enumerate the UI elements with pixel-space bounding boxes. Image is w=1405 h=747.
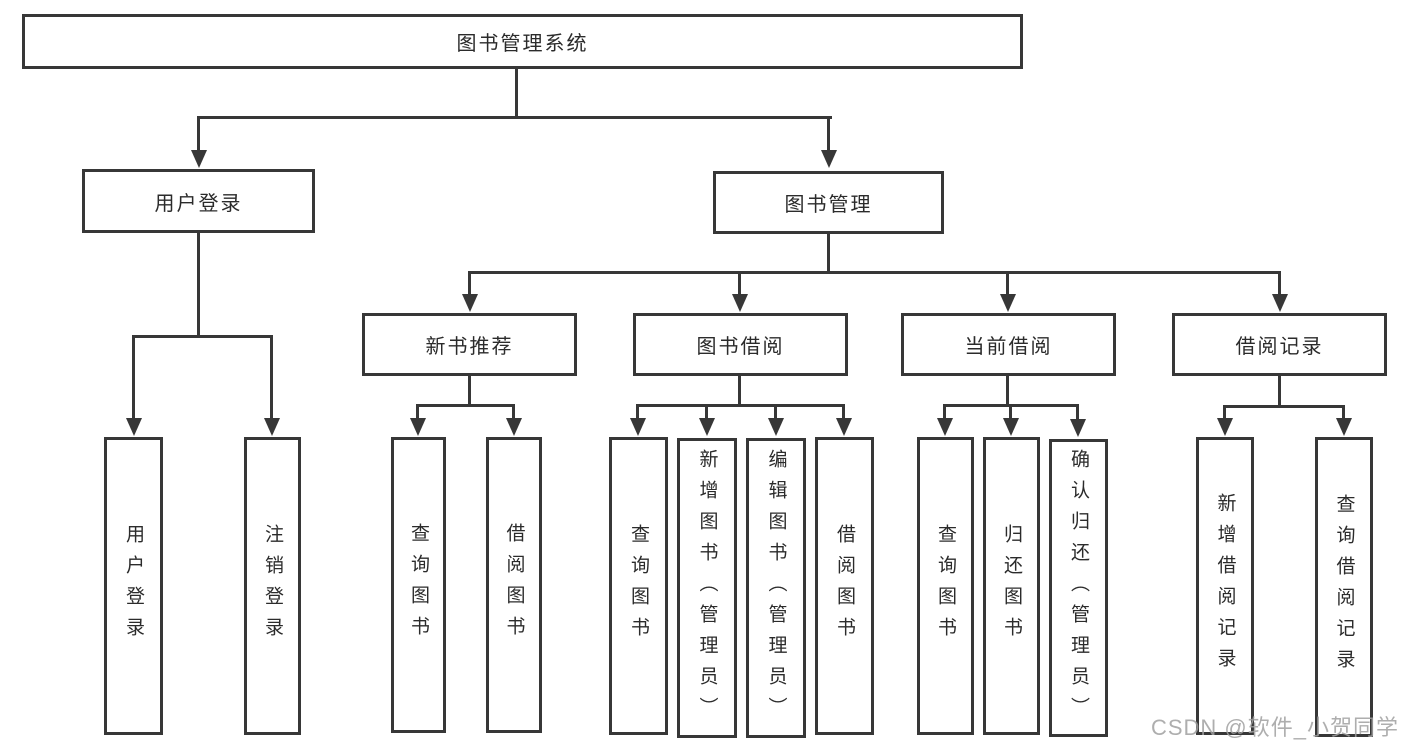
connector-line	[1006, 271, 1009, 297]
connector-line	[1223, 405, 1226, 420]
connector-line	[197, 116, 200, 153]
arrowhead-icon	[1272, 294, 1288, 312]
connector-line	[636, 404, 639, 420]
arrowhead-icon	[937, 418, 953, 436]
node-borrowing-records: 借阅记录	[1172, 313, 1387, 376]
arrowhead-icon	[821, 150, 837, 168]
connector-line	[842, 404, 845, 420]
connector-line	[1278, 376, 1281, 407]
arrowhead-icon	[732, 294, 748, 312]
connector-line	[943, 404, 946, 420]
leaf-br-query-record: 查询借阅记录	[1315, 437, 1373, 737]
connector-line	[774, 404, 777, 420]
leaf-br-add-record: 新增借阅记录	[1196, 437, 1254, 735]
arrowhead-icon	[191, 150, 207, 168]
connector-line	[416, 404, 515, 407]
connector-line	[738, 376, 741, 406]
connector-line	[827, 234, 830, 273]
arrowhead-icon	[836, 418, 852, 436]
arrowhead-icon	[630, 418, 646, 436]
connector-line	[515, 69, 518, 118]
connector-line	[197, 116, 832, 119]
connector-line	[468, 376, 471, 406]
connector-line	[197, 233, 200, 337]
connector-line	[512, 404, 515, 420]
arrowhead-icon	[768, 418, 784, 436]
leaf-nbr-borrow-books: 借阅图书	[486, 437, 542, 733]
connector-line	[1342, 405, 1345, 420]
leaf-bb-add-books-admin: 新增图书（管理员）	[677, 438, 737, 738]
arrowhead-icon	[1336, 418, 1352, 436]
connector-line	[636, 404, 845, 407]
arrowhead-icon	[410, 418, 426, 436]
connector-line	[705, 404, 708, 420]
leaf-bb-query-books: 查询图书	[609, 437, 668, 735]
leaf-bb-borrow-books: 借阅图书	[815, 437, 874, 735]
leaf-user-login: 用户登录	[104, 437, 163, 735]
arrowhead-icon	[1217, 418, 1233, 436]
arrowhead-icon	[506, 418, 522, 436]
connector-line	[132, 335, 273, 338]
arrowhead-icon	[1070, 419, 1086, 437]
leaf-nbr-query-books: 查询图书	[391, 437, 446, 733]
leaf-bb-edit-books-admin: 编辑图书（管理员）	[746, 438, 806, 738]
arrowhead-icon	[1000, 294, 1016, 312]
csdn-watermark: CSDN @软件_小贺同学	[1150, 715, 1399, 740]
connector-line	[270, 335, 273, 420]
leaf-logout: 注销登录	[244, 437, 301, 735]
arrowhead-icon	[264, 418, 280, 436]
connector-line	[132, 335, 135, 420]
connector-line	[1076, 404, 1079, 420]
node-current-borrowing: 当前借阅	[901, 313, 1116, 376]
connector-line	[738, 271, 741, 297]
connector-line	[468, 271, 1281, 274]
connector-line	[416, 404, 419, 420]
arrowhead-icon	[699, 418, 715, 436]
connector-line	[1009, 404, 1012, 420]
leaf-cb-confirm-return-admin: 确认归还（管理员）	[1049, 439, 1108, 737]
connector-line	[1006, 376, 1009, 406]
leaf-cb-return-books: 归还图书	[983, 437, 1040, 735]
connector-line	[1223, 405, 1345, 408]
node-user-login: 用户登录	[82, 169, 315, 233]
connector-line	[827, 116, 830, 153]
arrowhead-icon	[462, 294, 478, 312]
connector-line	[1278, 271, 1281, 297]
arrowhead-icon	[1003, 418, 1019, 436]
connector-line	[468, 271, 471, 297]
arrowhead-icon	[126, 418, 142, 436]
node-new-book-recommend: 新书推荐	[362, 313, 577, 376]
leaf-cb-query-books: 查询图书	[917, 437, 974, 735]
node-library-management-system: 图书管理系统	[22, 14, 1023, 69]
node-book-borrowing: 图书借阅	[633, 313, 848, 376]
node-book-management: 图书管理	[713, 171, 944, 234]
